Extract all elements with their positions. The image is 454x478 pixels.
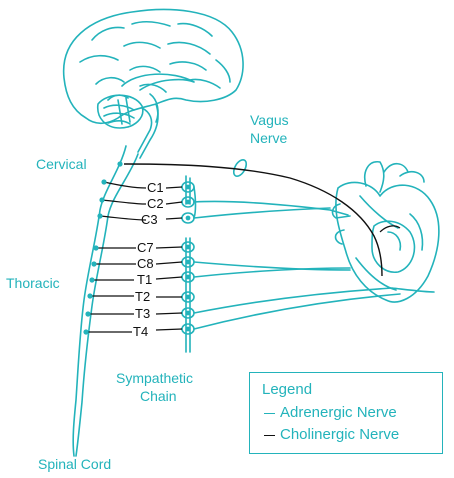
label-chain: Chain — [140, 388, 177, 404]
segment-label: T2 — [135, 289, 151, 304]
label-spinal-cord: Spinal Cord — [38, 456, 112, 472]
legend-title: Legend — [262, 381, 313, 398]
legend-adrenergic-label: Adrenergic Nerve — [280, 404, 397, 421]
segment-label: T3 — [135, 306, 151, 321]
cholinergic-swatch — [264, 434, 275, 436]
segment-label: C8 — [137, 256, 154, 271]
legend-cholinergic: Cholinergic Nerve — [264, 426, 399, 443]
adrenergic-swatch — [264, 412, 275, 414]
legend-box: Legend Adrenergic Nerve Cholinergic Nerv… — [249, 372, 443, 454]
label-thoracic: Thoracic — [6, 275, 60, 291]
spinal-cord-outline — [72, 145, 127, 457]
segment-label: C7 — [137, 240, 154, 255]
cerebellum — [96, 94, 144, 129]
heart-outline — [335, 181, 440, 303]
vagus-nerve-line — [123, 163, 383, 277]
label-vagus: Vagus — [250, 112, 289, 128]
label-cervical: Cervical — [36, 156, 87, 172]
legend-cholinergic-label: Cholinergic Nerve — [280, 426, 400, 443]
segment-label: T4 — [133, 324, 149, 339]
segment-label: C3 — [141, 212, 158, 227]
vagus-marker — [232, 159, 248, 177]
label-sympathetic: Sympathetic — [116, 370, 194, 386]
segment-label: C2 — [147, 196, 164, 211]
segment-label: C1 — [147, 180, 164, 195]
brainstem — [137, 107, 153, 153]
segment-label: T1 — [137, 272, 153, 287]
legend-adrenergic: Adrenergic Nerve — [264, 404, 397, 421]
label-nerve: Nerve — [250, 130, 288, 146]
brain-outline — [62, 8, 244, 125]
